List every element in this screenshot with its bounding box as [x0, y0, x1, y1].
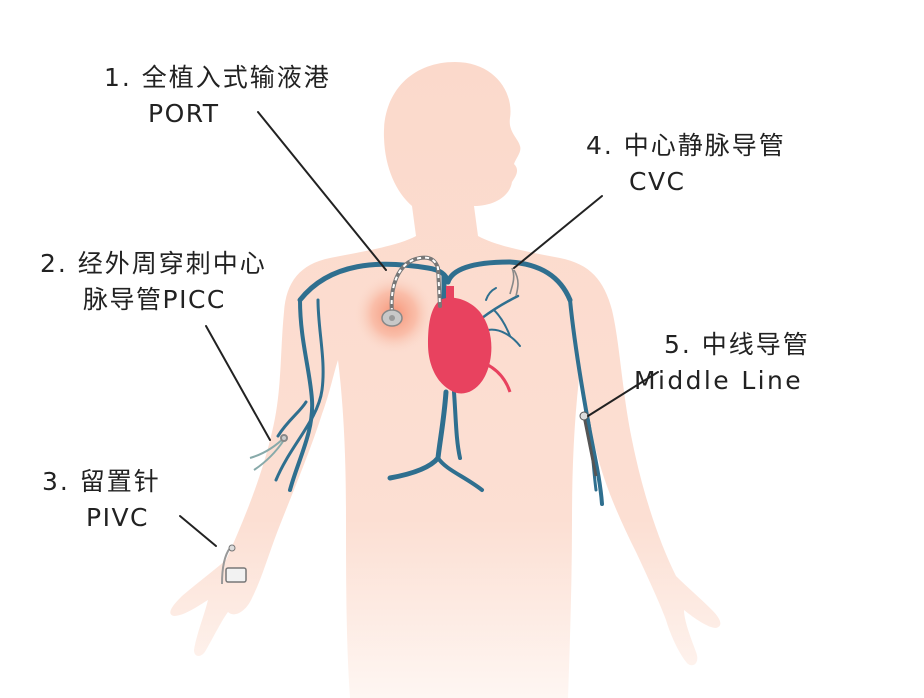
label-midline-title: 5. 中线导管: [664, 330, 810, 359]
label-port-subtitle: PORT: [148, 99, 220, 128]
label-cvc: 4. 中心静脉导管 CVC: [586, 128, 786, 200]
leader-line-cvc: [513, 195, 603, 269]
iv-cannula-icon: [221, 544, 247, 585]
label-port: 1. 全植入式输液港 PORT: [104, 60, 331, 132]
label-midline: 5. 中线导管 Middle Line: [634, 327, 810, 399]
vein-network: [274, 259, 604, 506]
label-port-title: 1. 全植入式输液港: [104, 63, 331, 92]
label-picc: 2. 经外周穿刺中心 脉导管PICC: [40, 246, 267, 318]
label-midline-subtitle: Middle Line: [634, 366, 804, 395]
leader-lines: [179, 111, 659, 547]
label-pivc-subtitle: PIVC: [86, 503, 150, 532]
label-picc-subtitle: 脉导管PICC: [83, 285, 226, 314]
label-cvc-title: 4. 中心静脉导管: [586, 131, 786, 160]
port-device-icon: [381, 255, 442, 327]
heart-icon: [428, 286, 512, 394]
catheter-icon: [509, 267, 519, 297]
label-pivc-title: 3. 留置针: [42, 467, 161, 496]
label-cvc-subtitle: CVC: [629, 167, 686, 196]
leader-line-port: [257, 111, 387, 271]
label-pivc: 3. 留置针 PIVC: [42, 464, 161, 536]
midline-catheter-icon: [579, 411, 598, 477]
label-picc-title: 2. 经外周穿刺中心: [40, 249, 267, 278]
leader-line-midline: [587, 371, 659, 417]
leader-line-picc: [205, 325, 271, 441]
picc-catheter-icon: [249, 434, 288, 471]
leader-line-pivc: [179, 515, 217, 547]
